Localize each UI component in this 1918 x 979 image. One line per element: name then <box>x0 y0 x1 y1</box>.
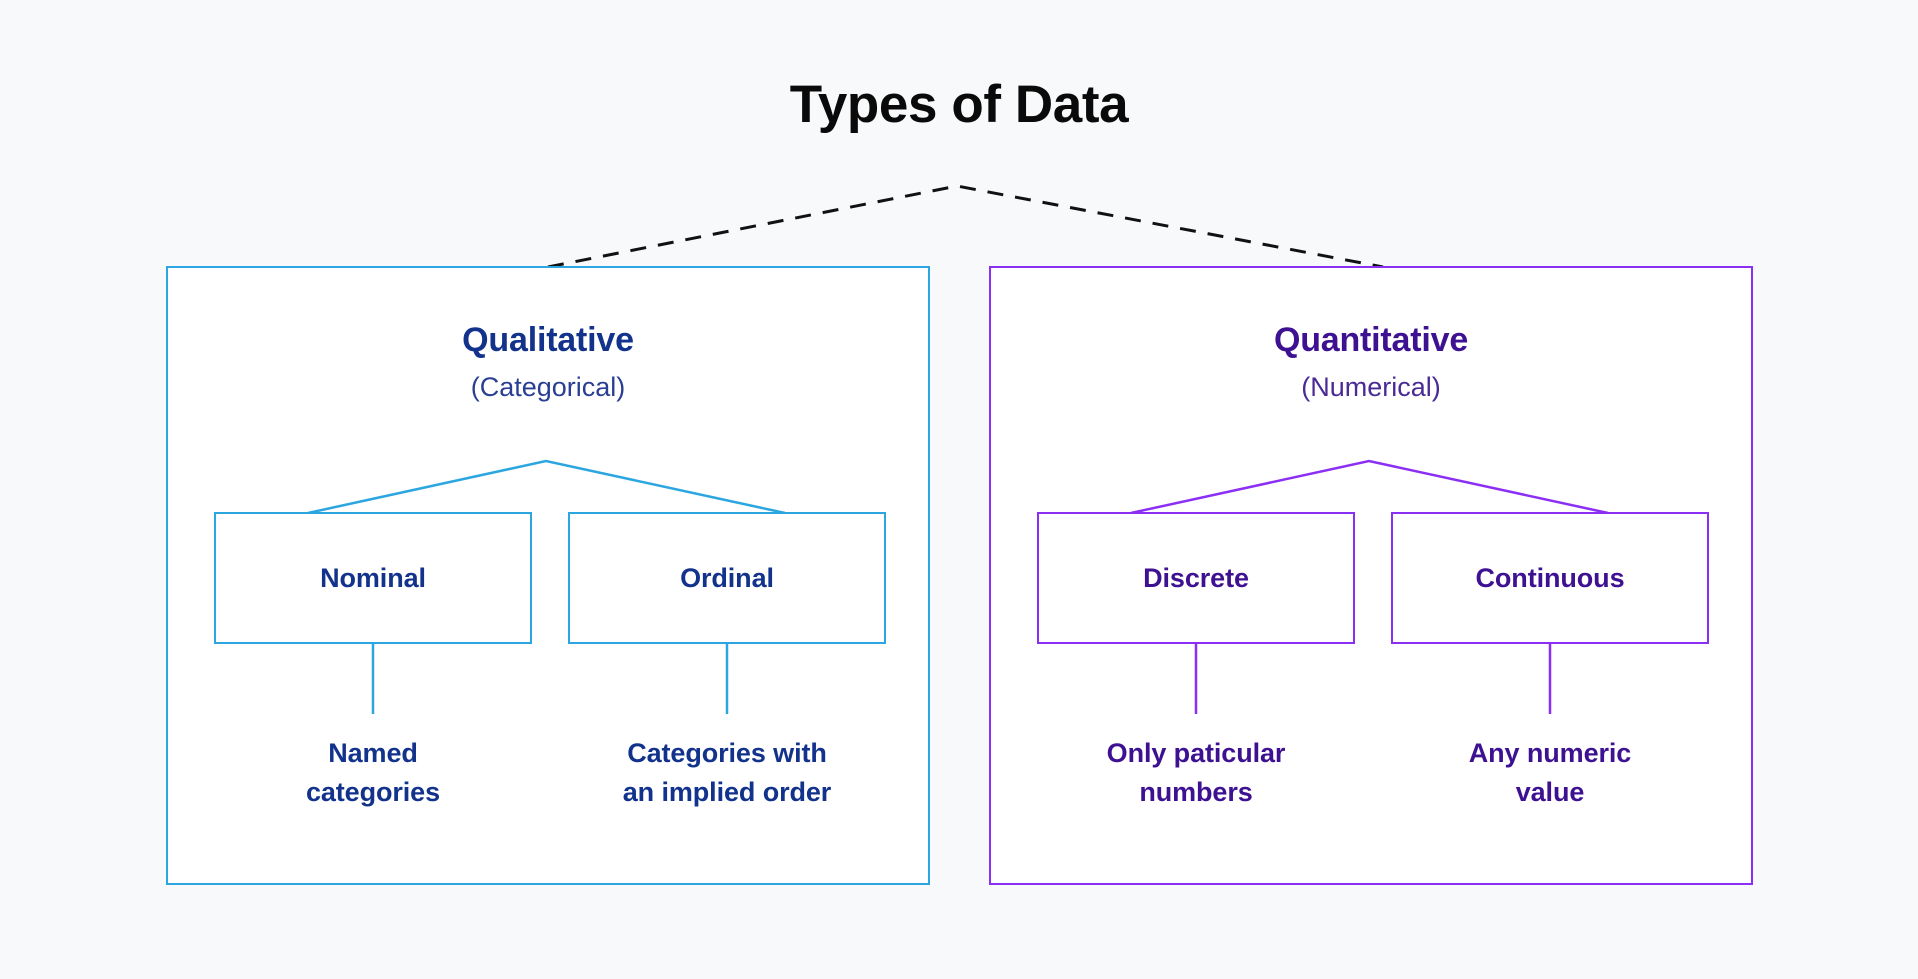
leaf-box-nominal[interactable]: Nominal <box>214 512 532 644</box>
leaf-label-discrete: Discrete <box>1143 562 1249 593</box>
leaf-description-continuous-line2: value <box>1515 777 1585 808</box>
leaf-description-discrete-line2: numbers <box>1139 777 1253 808</box>
page-title: Types of Data <box>789 75 1129 134</box>
leaf-description-discrete-line1: Only paticular <box>1106 738 1286 768</box>
leaf-description-nominal-line1: Named <box>328 738 418 768</box>
leaf-box-discrete[interactable]: Discrete <box>1037 512 1355 644</box>
leaf-box-continuous[interactable]: Continuous <box>1391 512 1709 644</box>
leaf-description-continuous: Any numeric value <box>1385 734 1715 812</box>
root-dashed-connector <box>547 184 1384 269</box>
branch-qualitative-heading: Qualitative (Categorical) <box>168 320 928 405</box>
leaf-box-ordinal[interactable]: Ordinal <box>568 512 886 644</box>
branch-qualitative-subtitle: (Categorical) <box>470 371 626 402</box>
leaf-description-ordinal-line2: an implied order <box>622 777 832 808</box>
branch-qualitative[interactable]: Qualitative (Categorical) Nominal Ordina… <box>166 266 930 885</box>
leaf-description-ordinal: Categories with an implied order <box>562 734 892 812</box>
branch-quantitative-subtitle: (Numerical) <box>1301 371 1441 402</box>
leaf-description-ordinal-line1: Categories with <box>627 738 827 768</box>
branch-quantitative-heading: Quantitative (Numerical) <box>991 320 1751 405</box>
branch-quantitative[interactable]: Quantitative (Numerical) Discrete Contin… <box>989 266 1753 885</box>
leaf-description-nominal-line2: categories <box>305 777 441 808</box>
branch-qualitative-title: Qualitative <box>462 321 634 359</box>
leaf-label-ordinal: Ordinal <box>680 562 774 593</box>
branch-quantitative-title: Quantitative <box>1273 321 1469 359</box>
leaf-description-nominal: Named categories <box>208 734 538 812</box>
quantitative-fork-connector <box>1130 459 1609 515</box>
leaf-label-continuous: Continuous <box>1475 562 1625 593</box>
qualitative-fork-connector <box>307 459 786 515</box>
leaf-description-discrete: Only paticular numbers <box>1031 734 1361 812</box>
leaf-description-continuous-line1: Any numeric <box>1468 738 1632 768</box>
leaf-label-nominal: Nominal <box>320 562 426 593</box>
